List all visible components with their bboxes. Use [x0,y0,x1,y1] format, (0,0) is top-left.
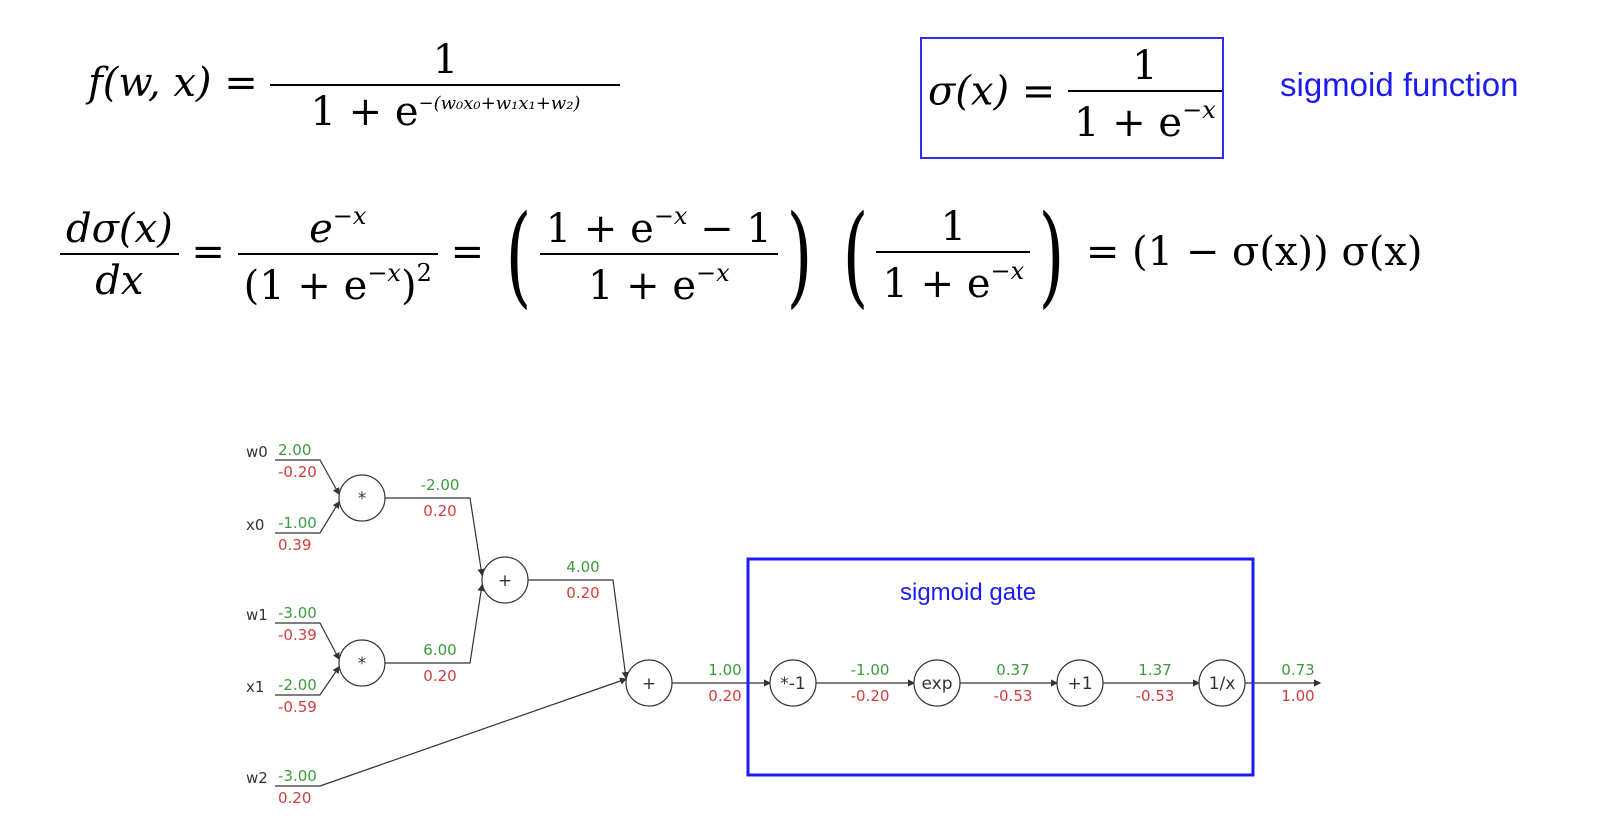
equation-sigma: σ(x) = 1 1 + e−x [928,46,1222,143]
equation-f: f(w, x) = 1 1 + e−(w₀x₀+w₁x₁+w₂) [88,37,621,132]
sigmoid-gate-box [746,557,1255,777]
input-wire [275,459,340,496]
forward-value: -1.00 [851,661,890,679]
f-lhs: f(w, x) = [88,60,258,106]
term2-fraction: 1 + e−x − 1 1 + e−x [539,202,778,306]
sigmoid-gate-label: sigmoid gate [900,579,1036,606]
sigmoid-definition-box [920,37,1224,159]
gradient-value: -0.53 [994,687,1033,705]
output-gradient-value: 1.00 [1281,687,1314,705]
gradient-value: -0.59 [278,698,317,716]
gate-op-label: +1 [1067,674,1092,694]
forward-value: 1.37 [1138,661,1171,679]
forward-value: -1.00 [278,514,317,532]
result-expression: (1 − σ(x)) σ(x) [1132,229,1423,275]
gradient-value: 0.20 [278,789,311,807]
input-label-w1: w1 [246,606,268,624]
sigma-lhs: σ(x) = [928,68,1056,115]
f-fraction: 1 1 + e−(w₀x₀+w₁x₁+w₂) [270,37,621,132]
forward-value: 1.00 [708,661,741,679]
gradient-value: -0.20 [851,687,890,705]
sigma-exponent: −x [1182,96,1216,124]
forward-value: -3.00 [278,767,317,785]
forward-value: -2.00 [278,676,317,694]
gate-node [625,659,673,707]
edge-wire [385,583,485,664]
term2-denominator: 1 + e−x [539,253,778,306]
gate-node [338,639,386,687]
term3-fraction: 1 1 + e−x [876,203,1031,304]
gradient-value: -0.20 [278,463,317,481]
edge-wire [528,579,629,680]
gate-node [769,659,817,707]
gate-node [481,556,529,604]
equals-sign: = [1085,229,1120,275]
gate-op-label: *-1 [780,674,805,694]
gate-op-label: * [358,489,367,509]
forward-value: 6.00 [423,641,456,659]
term1-denominator: (1 + e−x)2 [237,253,438,306]
derivative-numerator: dσ(x) [66,206,173,252]
input-label-x1: x1 [246,678,264,696]
input-wire [275,677,628,787]
output-forward-value: 0.73 [1281,661,1314,679]
derivative-fraction: dσ(x) dx [60,209,179,301]
sigma-denominator: 1 + e−x [1068,90,1222,143]
term3-denominator: 1 + e−x [876,250,1031,304]
gate-op-label: + [642,674,656,694]
f-exponent: −(w₀x₀+w₁x₁+w₂) [418,93,581,114]
f-denominator: 1 + e−(w₀x₀+w₁x₁+w₂) [270,84,621,132]
input-label-w2: w2 [246,769,268,787]
gradient-value: 0.39 [278,536,311,554]
derivative-denominator: dx [60,253,179,301]
sigma-fraction: 1 1 + e−x [1068,46,1222,143]
gate-node [1198,659,1246,707]
term3-numerator: 1 [940,203,967,250]
gate-op-label: exp [921,674,952,694]
equals-sign: = [191,229,225,275]
edge-wire [385,497,485,577]
gradient-value: 0.20 [566,584,599,602]
graph-labels: w0 2.00 -0.20 x0 -1.00 0.39 w1 -3.00 -0.39 x1 -2.0… [246,441,1315,807]
gradient-value: -0.39 [278,626,317,644]
term1-numerator: e−x [309,202,367,252]
term2-numerator: 1 + e−x − 1 [545,202,772,252]
gate-node [338,474,386,522]
sigmoid-function-label: sigmoid function [1280,66,1519,103]
graph-wires [275,459,1322,787]
forward-value: 0.37 [996,661,1029,679]
gradient-value: -0.53 [1136,687,1175,705]
left-paren: ( [842,191,868,319]
equals-sign: = [450,229,485,275]
gradient-value: 0.20 [708,687,741,705]
sigma-numerator: 1 [1132,43,1158,89]
forward-value: -3.00 [278,604,317,622]
left-paren: ( [505,191,532,319]
gate-node [913,659,961,707]
forward-value: 2.00 [278,441,311,459]
forward-value: -2.00 [421,476,460,494]
gradient-value: 0.20 [423,502,456,520]
input-wire [275,622,340,661]
right-paren: ) [1038,191,1065,319]
term1-fraction: e−x (1 + e−x)2 [237,202,438,306]
graph-nodes: * * + + *-1 exp +1 1/x [338,474,1246,707]
gate-op-label: 1/x [1209,674,1236,694]
f-numerator: 1 [432,37,459,83]
input-wire [275,500,340,534]
input-wire [275,666,340,696]
input-label-w0: w0 [246,443,268,461]
gradient-value: 0.20 [423,667,456,685]
input-label-x0: x0 [246,516,264,534]
gate-node [1056,659,1104,707]
gate-op-label: + [498,571,512,591]
gate-op-label: * [358,654,367,674]
forward-value: 4.00 [566,558,599,576]
equation-derivative: dσ(x) dx = e−x (1 + e−x)2 = ( 1 + e−x − … [60,200,1423,310]
right-paren: ) [786,191,813,319]
